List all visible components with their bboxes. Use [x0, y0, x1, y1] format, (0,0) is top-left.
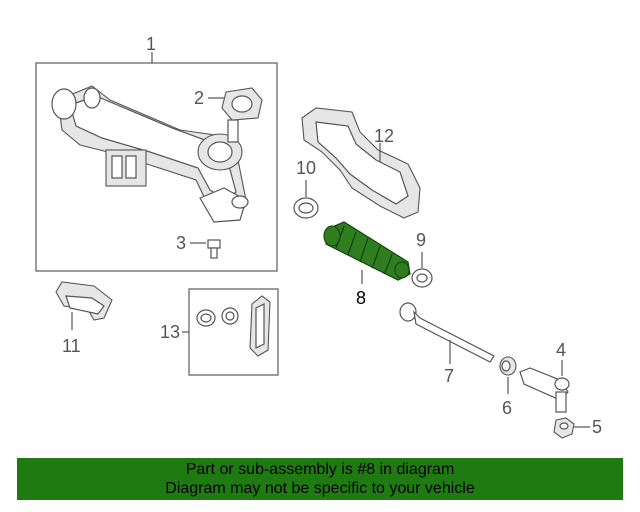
callout-4[interactable]: 4	[556, 340, 566, 360]
heat-shield-part-12	[301, 107, 421, 219]
bolt-part-3	[207, 239, 221, 259]
cover-part-11	[55, 281, 113, 321]
callout-7[interactable]: 7	[444, 366, 454, 386]
clamp-part-9	[411, 268, 433, 288]
inner-tie-rod-part-7	[399, 302, 495, 363]
info-banner: Part or sub-assembly is #8 in diagram Di…	[17, 458, 623, 500]
callout-11[interactable]: 11	[62, 336, 81, 356]
repair-kit-part-13	[196, 295, 271, 357]
callout-13[interactable]: 13	[160, 322, 180, 342]
banner-line-1: Part or sub-assembly is #8 in diagram	[185, 461, 455, 478]
callout-6[interactable]: 6	[502, 398, 512, 418]
steering-rack-illustration	[51, 85, 249, 223]
parts-diagram: 1 2 3 12 10	[35, 34, 602, 439]
callout-10[interactable]: 10	[296, 158, 316, 178]
nut-part-6	[499, 356, 517, 376]
mount-bushing-part-2	[221, 87, 263, 121]
steering-boot-part-8[interactable]	[323, 221, 411, 281]
assembly-1-frame	[35, 62, 278, 272]
callout-12[interactable]: 12	[374, 126, 394, 146]
callout-1[interactable]: 1	[146, 34, 156, 54]
callout-9[interactable]: 9	[416, 230, 426, 250]
callout-5[interactable]: 5	[592, 417, 602, 437]
outer-tie-rod-end-part-4	[519, 367, 570, 413]
callout-2[interactable]: 2	[194, 88, 204, 108]
lock-nut-part-5	[553, 417, 575, 439]
callout-8[interactable]: 8	[356, 288, 366, 308]
callout-3[interactable]: 3	[176, 233, 186, 253]
banner-line-2: Diagram may not be specific to your vehi…	[165, 480, 475, 497]
clamp-part-10	[293, 197, 319, 219]
